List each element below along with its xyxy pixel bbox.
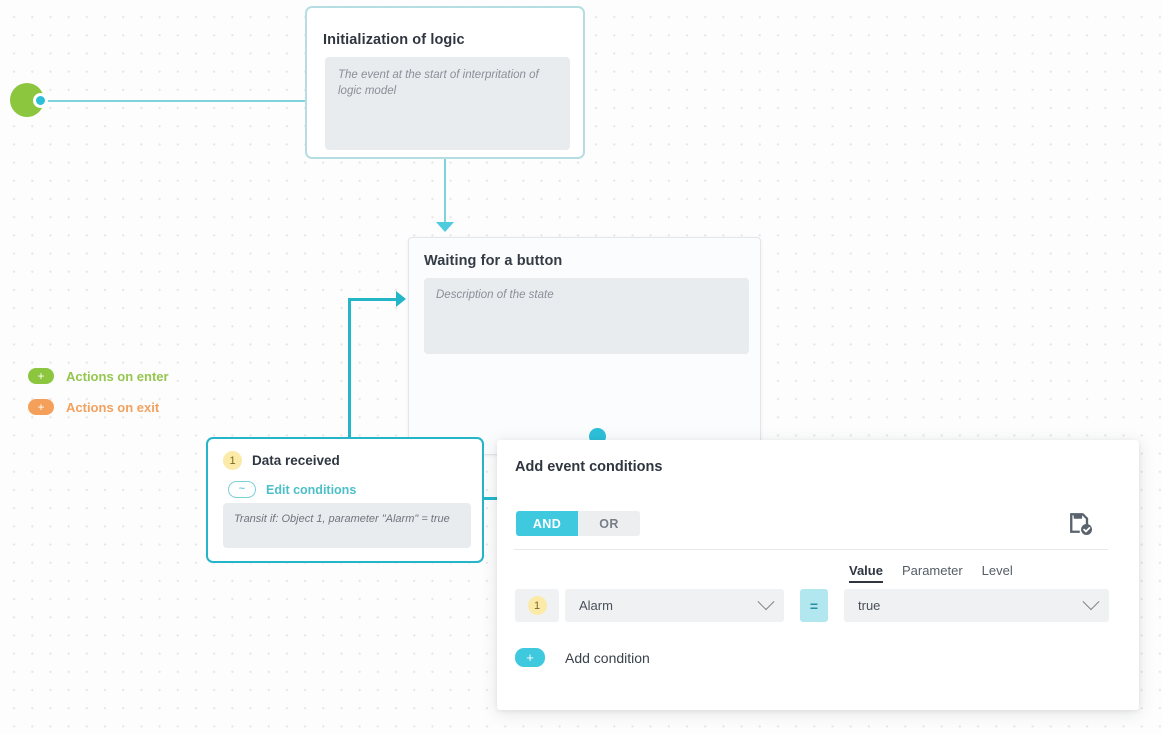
- value-select-value: true: [858, 598, 881, 613]
- plus-icon: +: [28, 399, 54, 415]
- column-header-value[interactable]: Value: [849, 563, 883, 583]
- node-description[interactable]: Description of the state: [424, 278, 749, 354]
- dialog-divider: [514, 549, 1108, 550]
- node-initialization-of-logic[interactable]: Initialization of logic The event at the…: [305, 6, 585, 159]
- dialog-title: Add event conditions: [515, 459, 663, 475]
- column-header-parameter[interactable]: Parameter: [901, 563, 963, 578]
- add-event-conditions-dialog: Add event conditions: [497, 440, 1139, 710]
- edit-conditions-label: Edit conditions: [266, 482, 357, 497]
- actions-on-exit-button[interactable]: + Actions on exit: [28, 399, 159, 415]
- edit-conditions-link[interactable]: ~ Edit conditions: [228, 481, 356, 498]
- start-node-handle[interactable]: [33, 93, 48, 108]
- connector-loop-horizontal: [348, 298, 398, 301]
- condition-summary: Transit if: Object 1, parameter "Alarm" …: [223, 503, 471, 548]
- actions-on-enter-button[interactable]: + Actions on enter: [28, 368, 169, 384]
- actions-on-exit-label: Actions on exit: [66, 399, 160, 415]
- node-waiting-for-a-button[interactable]: Waiting for a button Description of the …: [408, 237, 761, 455]
- chevron-down-icon: [757, 592, 775, 610]
- chevron-down-icon: [1082, 592, 1100, 610]
- value-select[interactable]: true: [844, 589, 1109, 622]
- plus-icon: +: [515, 648, 545, 667]
- condition-column-headers: Value Parameter Level: [849, 563, 1013, 583]
- condition-index-badge: 1: [527, 596, 547, 615]
- arrow-right-icon: [396, 291, 406, 307]
- toggle-option-and[interactable]: AND: [516, 511, 578, 536]
- toggle-option-or[interactable]: OR: [578, 511, 640, 536]
- node-title: Initialization of logic: [323, 32, 465, 48]
- operator-button[interactable]: =: [800, 589, 828, 622]
- parameter-select[interactable]: Alarm: [565, 589, 784, 622]
- node-title: Data received: [252, 453, 340, 468]
- actions-on-enter-label: Actions on enter: [66, 368, 169, 384]
- condition-row: 1 Alarm = true: [515, 589, 1109, 622]
- arrow-down-icon: [436, 222, 454, 232]
- add-condition-label: Add condition: [565, 649, 650, 666]
- node-title: Waiting for a button: [424, 253, 563, 269]
- condition-index-box: 1: [515, 589, 559, 622]
- connector-init-to-waiting: [444, 159, 446, 223]
- node-header: 1 Data received: [223, 451, 340, 470]
- logic-operator-toggle[interactable]: AND OR: [516, 511, 640, 536]
- add-condition-button[interactable]: + Add condition: [515, 648, 650, 667]
- connector-loop-vertical: [348, 298, 351, 448]
- save-check-icon[interactable]: [1066, 509, 1094, 537]
- node-data-received[interactable]: 1 Data received ~ Edit conditions Transi…: [206, 437, 484, 563]
- node-description[interactable]: The event at the start of interpritation…: [325, 57, 570, 150]
- condition-index-badge: 1: [223, 451, 242, 470]
- column-header-level[interactable]: Level: [981, 563, 1013, 578]
- plus-icon: +: [28, 368, 54, 384]
- tilde-icon: ~: [228, 481, 256, 498]
- parameter-select-value: Alarm: [579, 598, 613, 613]
- connector-start-to-init: [46, 100, 305, 102]
